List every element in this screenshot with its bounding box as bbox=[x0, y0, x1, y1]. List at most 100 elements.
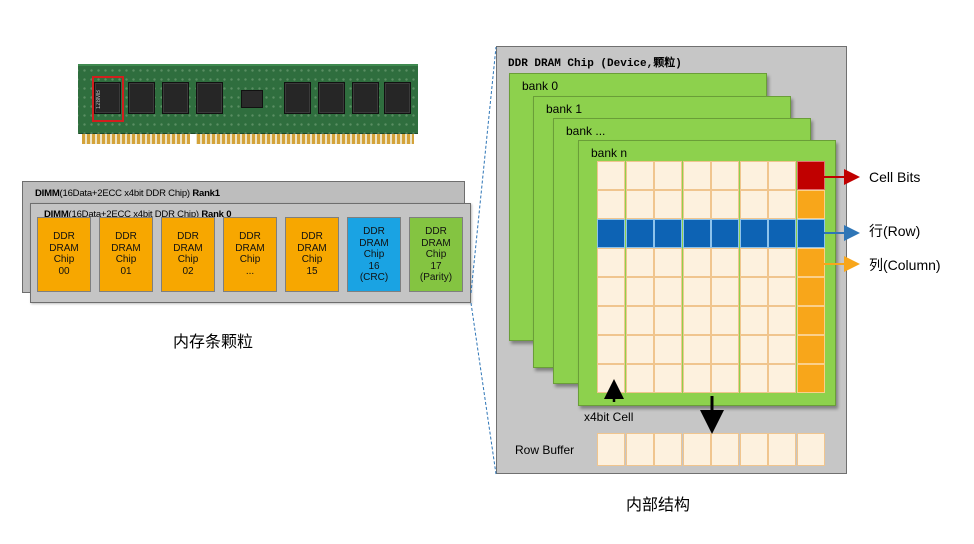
dram-chip-line: Chip bbox=[425, 249, 447, 260]
memory-cell bbox=[711, 190, 739, 219]
dimm-module-image: 128MB bbox=[78, 64, 418, 148]
memory-cell bbox=[597, 277, 625, 306]
memory-cell bbox=[597, 306, 625, 335]
dimm-memory-chip bbox=[284, 82, 311, 114]
dram-chip-line: (Parity) bbox=[419, 272, 453, 283]
dimm-memory-chip bbox=[128, 82, 155, 114]
row-buffer-label: Row Buffer bbox=[515, 443, 575, 457]
dimm-memory-chip bbox=[318, 82, 345, 114]
memory-cell bbox=[739, 161, 768, 190]
memory-cell bbox=[625, 335, 654, 364]
memory-cell bbox=[682, 248, 711, 277]
dram-chip-line: ... bbox=[245, 265, 255, 277]
memory-cell bbox=[654, 277, 682, 306]
row-cell bbox=[625, 219, 654, 248]
dram-chip-line: DRAM bbox=[297, 242, 327, 254]
dimm-memory-chip bbox=[162, 82, 189, 114]
dram-chip-line: DDR bbox=[425, 226, 447, 237]
column-cell bbox=[796, 190, 825, 219]
row-buffer-cell bbox=[739, 433, 768, 466]
memory-cell bbox=[625, 364, 654, 393]
memory-cell bbox=[597, 190, 625, 219]
dimm-memory-chip bbox=[352, 82, 379, 114]
left-caption: 内存条颗粒 bbox=[173, 334, 254, 351]
dram-chip-line: 17 bbox=[430, 260, 442, 272]
dram-chip-line: DRAM bbox=[421, 237, 451, 249]
memory-cell bbox=[739, 306, 768, 335]
dimm-memory-chip bbox=[196, 82, 223, 114]
memory-cell bbox=[682, 190, 711, 219]
memory-cell bbox=[711, 277, 739, 306]
column-cell bbox=[796, 277, 825, 306]
dimm-notch bbox=[190, 134, 196, 146]
memory-cell bbox=[625, 277, 654, 306]
row-buffer-cell bbox=[654, 433, 682, 466]
dram-chip-line: (CRC) bbox=[359, 272, 389, 283]
column-label: 列(Column) bbox=[869, 257, 941, 273]
dimm-memory-chip bbox=[94, 82, 121, 114]
memory-cell bbox=[711, 364, 739, 393]
memory-cell bbox=[654, 161, 682, 190]
row-buffer-cell bbox=[625, 433, 654, 466]
memory-cell bbox=[654, 335, 682, 364]
memory-cell bbox=[768, 190, 796, 219]
row-buffer-cell bbox=[682, 433, 711, 466]
chip-panel-title: DDR DRAM Chip (Device,颗粒) bbox=[508, 58, 682, 70]
dram-chip-line: DRAM bbox=[359, 237, 389, 249]
column-cell bbox=[796, 306, 825, 335]
dram-chip-line: DRAM bbox=[49, 242, 79, 254]
memory-cell bbox=[768, 248, 796, 277]
memory-cell bbox=[597, 364, 625, 393]
dram-chip-line: DRAM bbox=[235, 242, 265, 254]
memory-cell bbox=[625, 306, 654, 335]
memory-cell bbox=[711, 306, 739, 335]
dram-chip-line: Chip bbox=[177, 254, 199, 265]
bank-label: bank 0 bbox=[522, 79, 559, 93]
row-cell bbox=[796, 219, 825, 248]
row-cell bbox=[739, 219, 768, 248]
dimm-memory-chip bbox=[384, 82, 411, 114]
cell-bits-label: Cell Bits bbox=[869, 169, 921, 185]
zoom-line-top bbox=[470, 46, 497, 294]
dimm-controller-chip bbox=[241, 90, 263, 108]
memory-cell bbox=[682, 161, 711, 190]
row-cell bbox=[654, 219, 682, 248]
column-cell bbox=[796, 335, 825, 364]
memory-cell bbox=[682, 277, 711, 306]
dimm-chip-highlight bbox=[92, 76, 124, 122]
right-caption: 内部结构 bbox=[626, 497, 691, 514]
memory-cell bbox=[654, 364, 682, 393]
memory-cell bbox=[739, 335, 768, 364]
dram-chip-line: Chip bbox=[115, 254, 137, 265]
dram-chip-line: Chip bbox=[363, 249, 385, 260]
memory-cell bbox=[625, 190, 654, 219]
row-buffer-cell bbox=[796, 433, 825, 466]
memory-cell bbox=[597, 248, 625, 277]
dram-chip-line: DDR bbox=[239, 231, 261, 242]
dram-chip-line: 16 bbox=[368, 260, 380, 272]
dram-chip-line: Chip bbox=[53, 254, 75, 265]
dram-chip-line: DDR bbox=[363, 226, 385, 237]
column-cell bbox=[796, 364, 825, 393]
dram-chip-line: DRAM bbox=[111, 242, 141, 254]
memory-cell bbox=[711, 248, 739, 277]
rank0-title: DIMM(16Data+2ECC x4bit DDR Chip) Rank 0 bbox=[44, 209, 232, 220]
memory-cell bbox=[768, 277, 796, 306]
memory-cell bbox=[768, 306, 796, 335]
memory-cell bbox=[682, 364, 711, 393]
column-cell bbox=[796, 248, 825, 277]
memory-cell bbox=[597, 161, 625, 190]
dram-chip-line: Chip bbox=[301, 254, 323, 265]
bank-label: bank n bbox=[591, 146, 628, 160]
memory-cell bbox=[597, 335, 625, 364]
memory-cell bbox=[682, 306, 711, 335]
bank-label: bank 1 bbox=[546, 102, 583, 116]
dram-chip-line: DDR bbox=[177, 231, 199, 242]
dram-chip-line: DRAM bbox=[173, 242, 203, 254]
dimm-gold-contacts bbox=[82, 134, 414, 144]
memory-cell bbox=[739, 364, 768, 393]
